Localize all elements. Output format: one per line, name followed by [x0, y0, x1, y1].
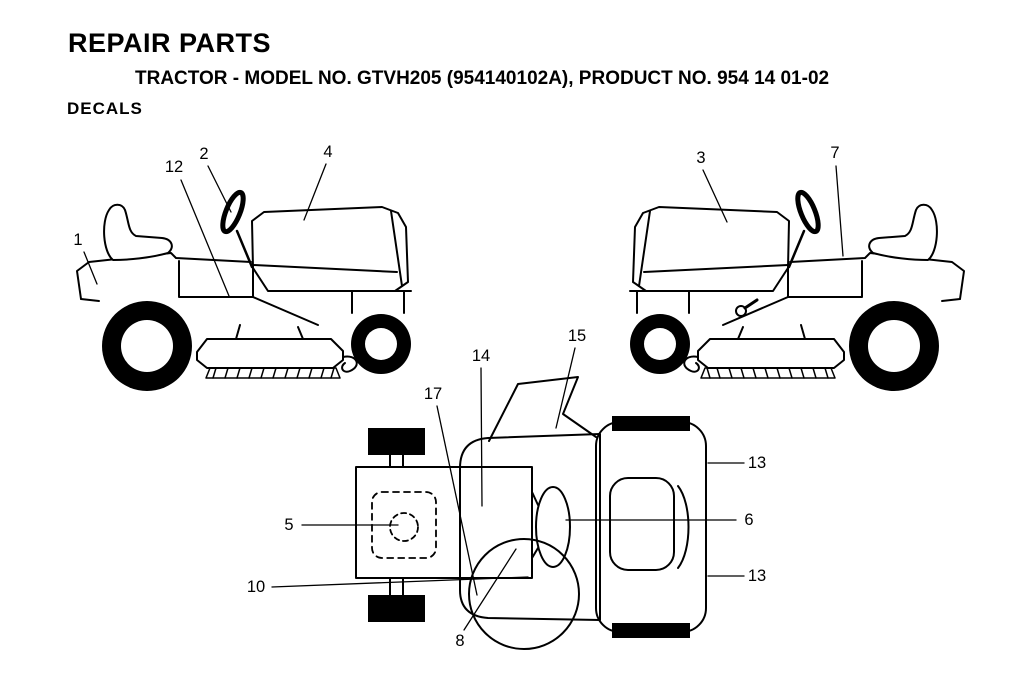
callout-4: 4	[323, 142, 333, 161]
mower-deck	[196, 338, 344, 369]
rear-tire-bottom	[612, 623, 690, 638]
tractor-top-view-illustration	[355, 376, 707, 650]
seat-top-view	[609, 477, 675, 571]
callout-1: 1	[73, 230, 83, 249]
leader-lines	[83, 163, 844, 631]
front-wheel-top	[368, 428, 425, 455]
callout-3: 3	[696, 148, 706, 167]
callout-2: 2	[199, 144, 209, 163]
callout-12: 12	[164, 157, 184, 176]
callout-17: 17	[423, 384, 443, 403]
rear-tire-top	[612, 416, 690, 431]
column-ellipse	[535, 486, 571, 568]
steering-top-view	[488, 376, 597, 442]
callout-8: 8	[455, 631, 465, 650]
tractor-side-view-left-illustration	[76, 189, 412, 391]
callout-10: 10	[246, 577, 266, 596]
ignition-key-detail	[735, 305, 747, 317]
hood	[251, 206, 409, 292]
model-subtitle: TRACTOR - MODEL NO. GTVH205 (954140102A)…	[135, 68, 830, 89]
callout-7: 7	[830, 143, 840, 162]
callout-13-upper: 13	[747, 453, 767, 472]
callout-13-lower: 13	[747, 566, 767, 585]
page-title: REPAIR PARTS	[68, 28, 272, 58]
mower-deck-top-view	[355, 466, 533, 579]
callout-6: 6	[744, 510, 754, 529]
fender-outline	[76, 252, 252, 300]
rear-wheel-top-view	[468, 538, 580, 650]
callout-15: 15	[567, 326, 587, 345]
callout-5: 5	[284, 515, 294, 534]
steering-wheel	[220, 189, 246, 235]
callout-14: 14	[471, 346, 491, 365]
front-wheel-bottom	[368, 595, 425, 622]
section-label-decals: DECALS	[67, 99, 143, 118]
seat	[103, 203, 173, 261]
tractor-side-view-right-illustration	[630, 190, 964, 391]
